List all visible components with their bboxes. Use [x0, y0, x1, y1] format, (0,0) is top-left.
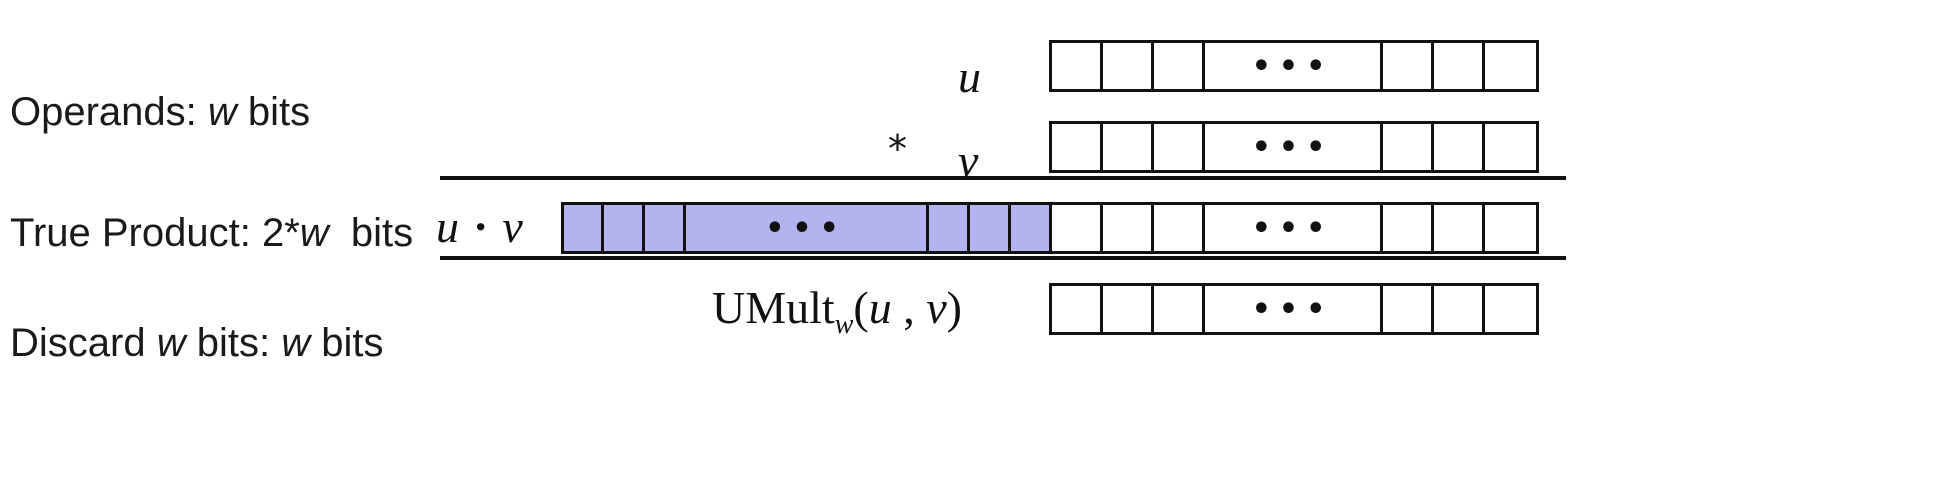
umult-subscript-text: w: [834, 309, 854, 340]
multiply-asterisk: *: [888, 130, 907, 168]
register-umult-bit: [1434, 286, 1485, 332]
register-u-bit: [1103, 43, 1154, 89]
product-dot-text: ·: [473, 201, 489, 252]
operand-u-text: u: [958, 51, 981, 102]
register-product-low-bit: [1434, 205, 1485, 251]
register-u-bit: [1434, 43, 1485, 89]
operand-v-label: v: [958, 138, 978, 184]
register-umult-bit: [1103, 286, 1154, 332]
operand-v-text: v: [958, 135, 979, 186]
register-v: •••: [1049, 121, 1539, 173]
register-product-high-bit: [564, 205, 604, 251]
register-product-high-bit: [645, 205, 686, 251]
register-product-high-bits: •••: [561, 202, 1052, 254]
register-product-high-bit: [929, 205, 970, 251]
register-u-bit: [1154, 43, 1205, 89]
register-product-low-ellipsis: •••: [1205, 205, 1383, 251]
register-product-low-bit: [1383, 205, 1434, 251]
register-product-low-bit: [1154, 205, 1205, 251]
register-product-low-bit: [1485, 205, 1536, 251]
umult-close-paren: ): [946, 282, 962, 333]
operands-label-var: w: [207, 90, 237, 134]
register-v-bit: [1434, 124, 1485, 170]
register-product-low-bit: [1103, 205, 1154, 251]
discard-label-suffix: bits: [310, 321, 384, 365]
discard-label-prefix: Discard: [10, 321, 157, 365]
register-product-high-bit: [970, 205, 1011, 251]
register-product-high-bit: [1011, 205, 1052, 251]
umult-label: UMultw(u , v): [712, 285, 962, 339]
register-v-bit: [1154, 124, 1205, 170]
operands-label-suffix: bits: [236, 90, 311, 134]
multiply-asterisk-text: *: [888, 127, 907, 171]
register-product-low-bit: [1052, 205, 1103, 251]
register-v-bit: [1485, 124, 1536, 170]
true-product-label: True Product: 2*w bits: [10, 213, 413, 253]
discard-label-var2: w: [281, 321, 311, 365]
register-umult-result: •••: [1049, 283, 1539, 335]
register-umult-ellipsis: •••: [1205, 286, 1383, 332]
register-product-high-ellipsis: •••: [686, 205, 929, 251]
register-umult-bit: [1485, 286, 1536, 332]
product-v-text: v: [502, 201, 523, 252]
umult-open-paren: (: [853, 282, 869, 333]
register-v-ellipsis: •••: [1205, 124, 1383, 170]
register-u-ellipsis: •••: [1205, 43, 1383, 89]
register-v-bit: [1103, 124, 1154, 170]
product-u-text: u: [436, 201, 459, 252]
umult-comma: ,: [891, 282, 927, 333]
discard-label: Discard w bits: w bits: [10, 323, 383, 363]
operands-label: Operands: w bits: [10, 92, 310, 132]
umult-name-text: UMult: [712, 282, 835, 333]
register-umult-bit: [1383, 286, 1434, 332]
register-v-bit: [1052, 124, 1103, 170]
product-top-rule: [440, 176, 1566, 180]
umult-u-text: u: [868, 282, 892, 333]
operands-label-prefix: Operands:: [10, 90, 208, 134]
product-label: u · v: [436, 204, 523, 250]
register-u-bit: [1052, 43, 1103, 89]
register-u-bit: [1383, 43, 1434, 89]
umult-v-text: v: [926, 282, 947, 333]
register-u: •••: [1049, 40, 1539, 92]
discard-label-middle: bits:: [185, 321, 282, 365]
register-umult-bit: [1154, 286, 1205, 332]
true-product-label-var: w: [299, 211, 329, 255]
register-v-bit: [1383, 124, 1434, 170]
register-umult-bit: [1052, 286, 1103, 332]
true-product-label-suffix: bits: [328, 211, 414, 255]
operand-u-label: u: [958, 54, 981, 100]
discard-label-var: w: [156, 321, 186, 365]
register-product-low-bits: •••: [1049, 202, 1539, 254]
register-product-high-bit: [604, 205, 645, 251]
register-u-bit: [1485, 43, 1536, 89]
true-product-label-prefix: True Product: 2*: [10, 211, 300, 255]
product-bottom-rule: [440, 256, 1566, 260]
